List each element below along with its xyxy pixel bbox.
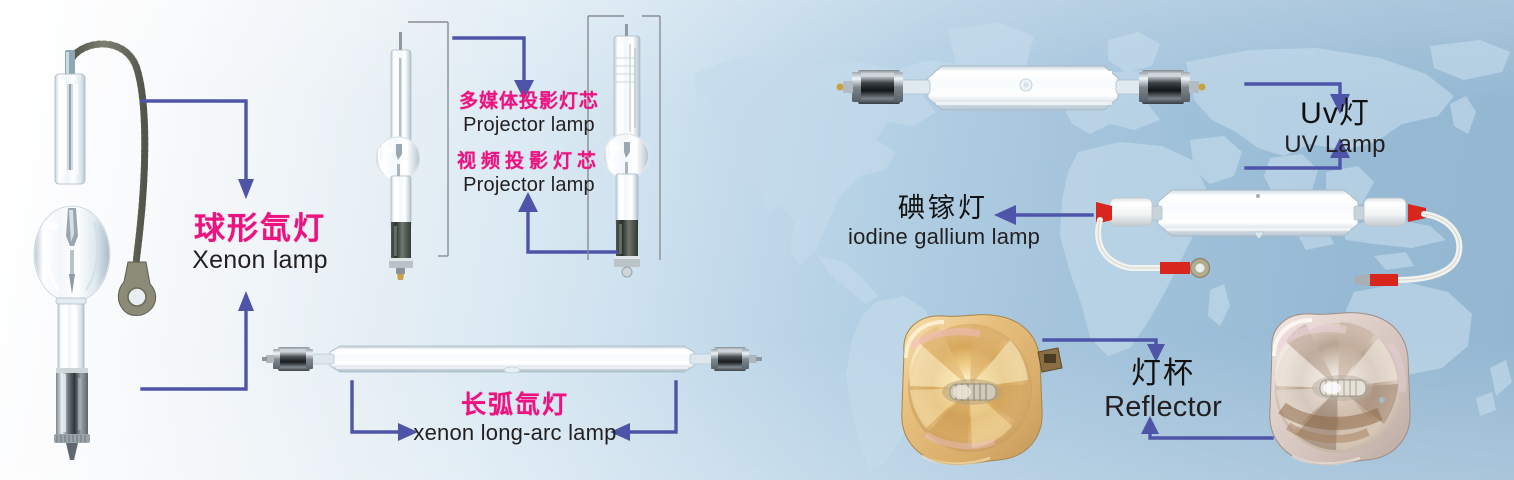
label-reflector-english: Reflector [1104, 391, 1222, 424]
product-long-arc-xenon-lamp [262, 336, 762, 382]
label-projector-video-english: Projector lamp [463, 173, 595, 196]
connector-reflector-bottom [1124, 414, 1274, 442]
label-xenon-long-arc-english: xenon long-arc lamp [413, 420, 617, 445]
label-uv-lamp-chinese: Uv灯 [1300, 97, 1370, 130]
product-uv-lamp [836, 52, 1206, 124]
connector-reflector-top [1042, 336, 1170, 364]
product-projector-lamp-right [596, 24, 658, 280]
connector-long-arc-right [608, 380, 680, 441]
product-reflector-silver [1258, 304, 1442, 478]
product-projector-lamp-left [372, 30, 432, 280]
label-xenon-lamp-chinese: 球形氙灯 [194, 211, 326, 246]
product-xenon-ball-lamp [28, 22, 178, 462]
label-iodine-gallium-lamp: 碘镓灯 iodine gallium lamp [848, 193, 1041, 250]
connector-uv-lamp-top [1244, 80, 1354, 172]
product-iodine-gallium-lamp [1095, 180, 1496, 288]
connector-projector-lamp-bottom [518, 190, 620, 256]
bracket-projector-lamp-right [586, 14, 664, 262]
label-projector-multimedia-chinese: 多媒体投影灯芯 [458, 91, 599, 112]
label-reflector-chinese: 灯杯 [1131, 357, 1195, 390]
connector-long-arc-left [348, 380, 420, 441]
label-reflector: 灯杯 Reflector [1068, 357, 1258, 424]
label-iodine-gallium-chinese: 碘镓灯 [898, 193, 988, 223]
label-xenon-lamp: 球形氙灯 Xenon lamp [130, 212, 390, 274]
label-xenon-lamp-english: Xenon lamp [192, 246, 328, 275]
product-reflector-gold [892, 306, 1072, 476]
label-projector-lamp-video: 视频投影灯芯 Projector lamp [434, 151, 624, 196]
connector-iodine-gallium [990, 202, 1094, 228]
label-xenon-long-arc: 长弧氙灯 xenon long-arc lamp [390, 392, 640, 445]
label-xenon-long-arc-chinese: 长弧氙灯 [460, 391, 569, 419]
label-uv-lamp-english: UV Lamp [1284, 131, 1386, 159]
label-uv-lamp: Uv灯 UV Lamp [1250, 97, 1420, 159]
bracket-projector-lamp-left [404, 20, 452, 258]
connector-projector-lamp-top [452, 34, 538, 104]
connector-xenon-lamp [140, 95, 260, 395]
label-projector-lamp-multimedia: 多媒体投影灯芯 Projector lamp [434, 91, 624, 136]
label-iodine-gallium-english: iodine gallium lamp [848, 224, 1041, 250]
label-projector-multimedia-english: Projector lamp [463, 113, 595, 136]
label-projector-video-chinese: 视频投影灯芯 [456, 151, 601, 172]
